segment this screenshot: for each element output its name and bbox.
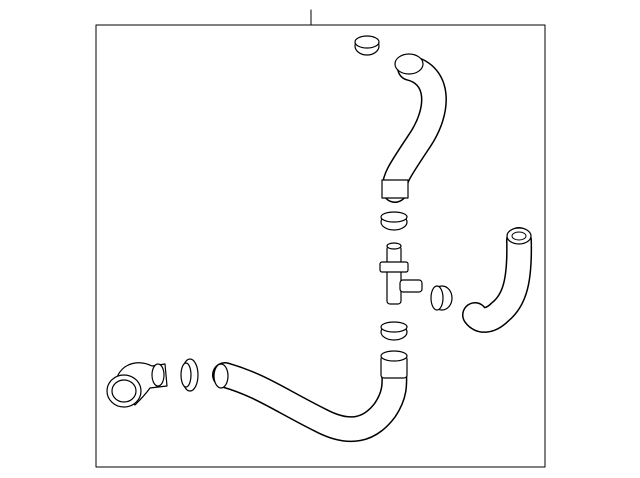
lower-hose-icon	[212, 350, 408, 442]
diagram-frame	[95, 24, 546, 468]
seal-ring-icon	[180, 358, 199, 392]
side-hose-icon	[462, 227, 533, 333]
elbow-fitting-icon	[106, 362, 168, 408]
hose-clamp-icon	[354, 35, 453, 341]
upper-hose-icon	[381, 53, 447, 203]
tee-connector-icon	[379, 242, 423, 305]
